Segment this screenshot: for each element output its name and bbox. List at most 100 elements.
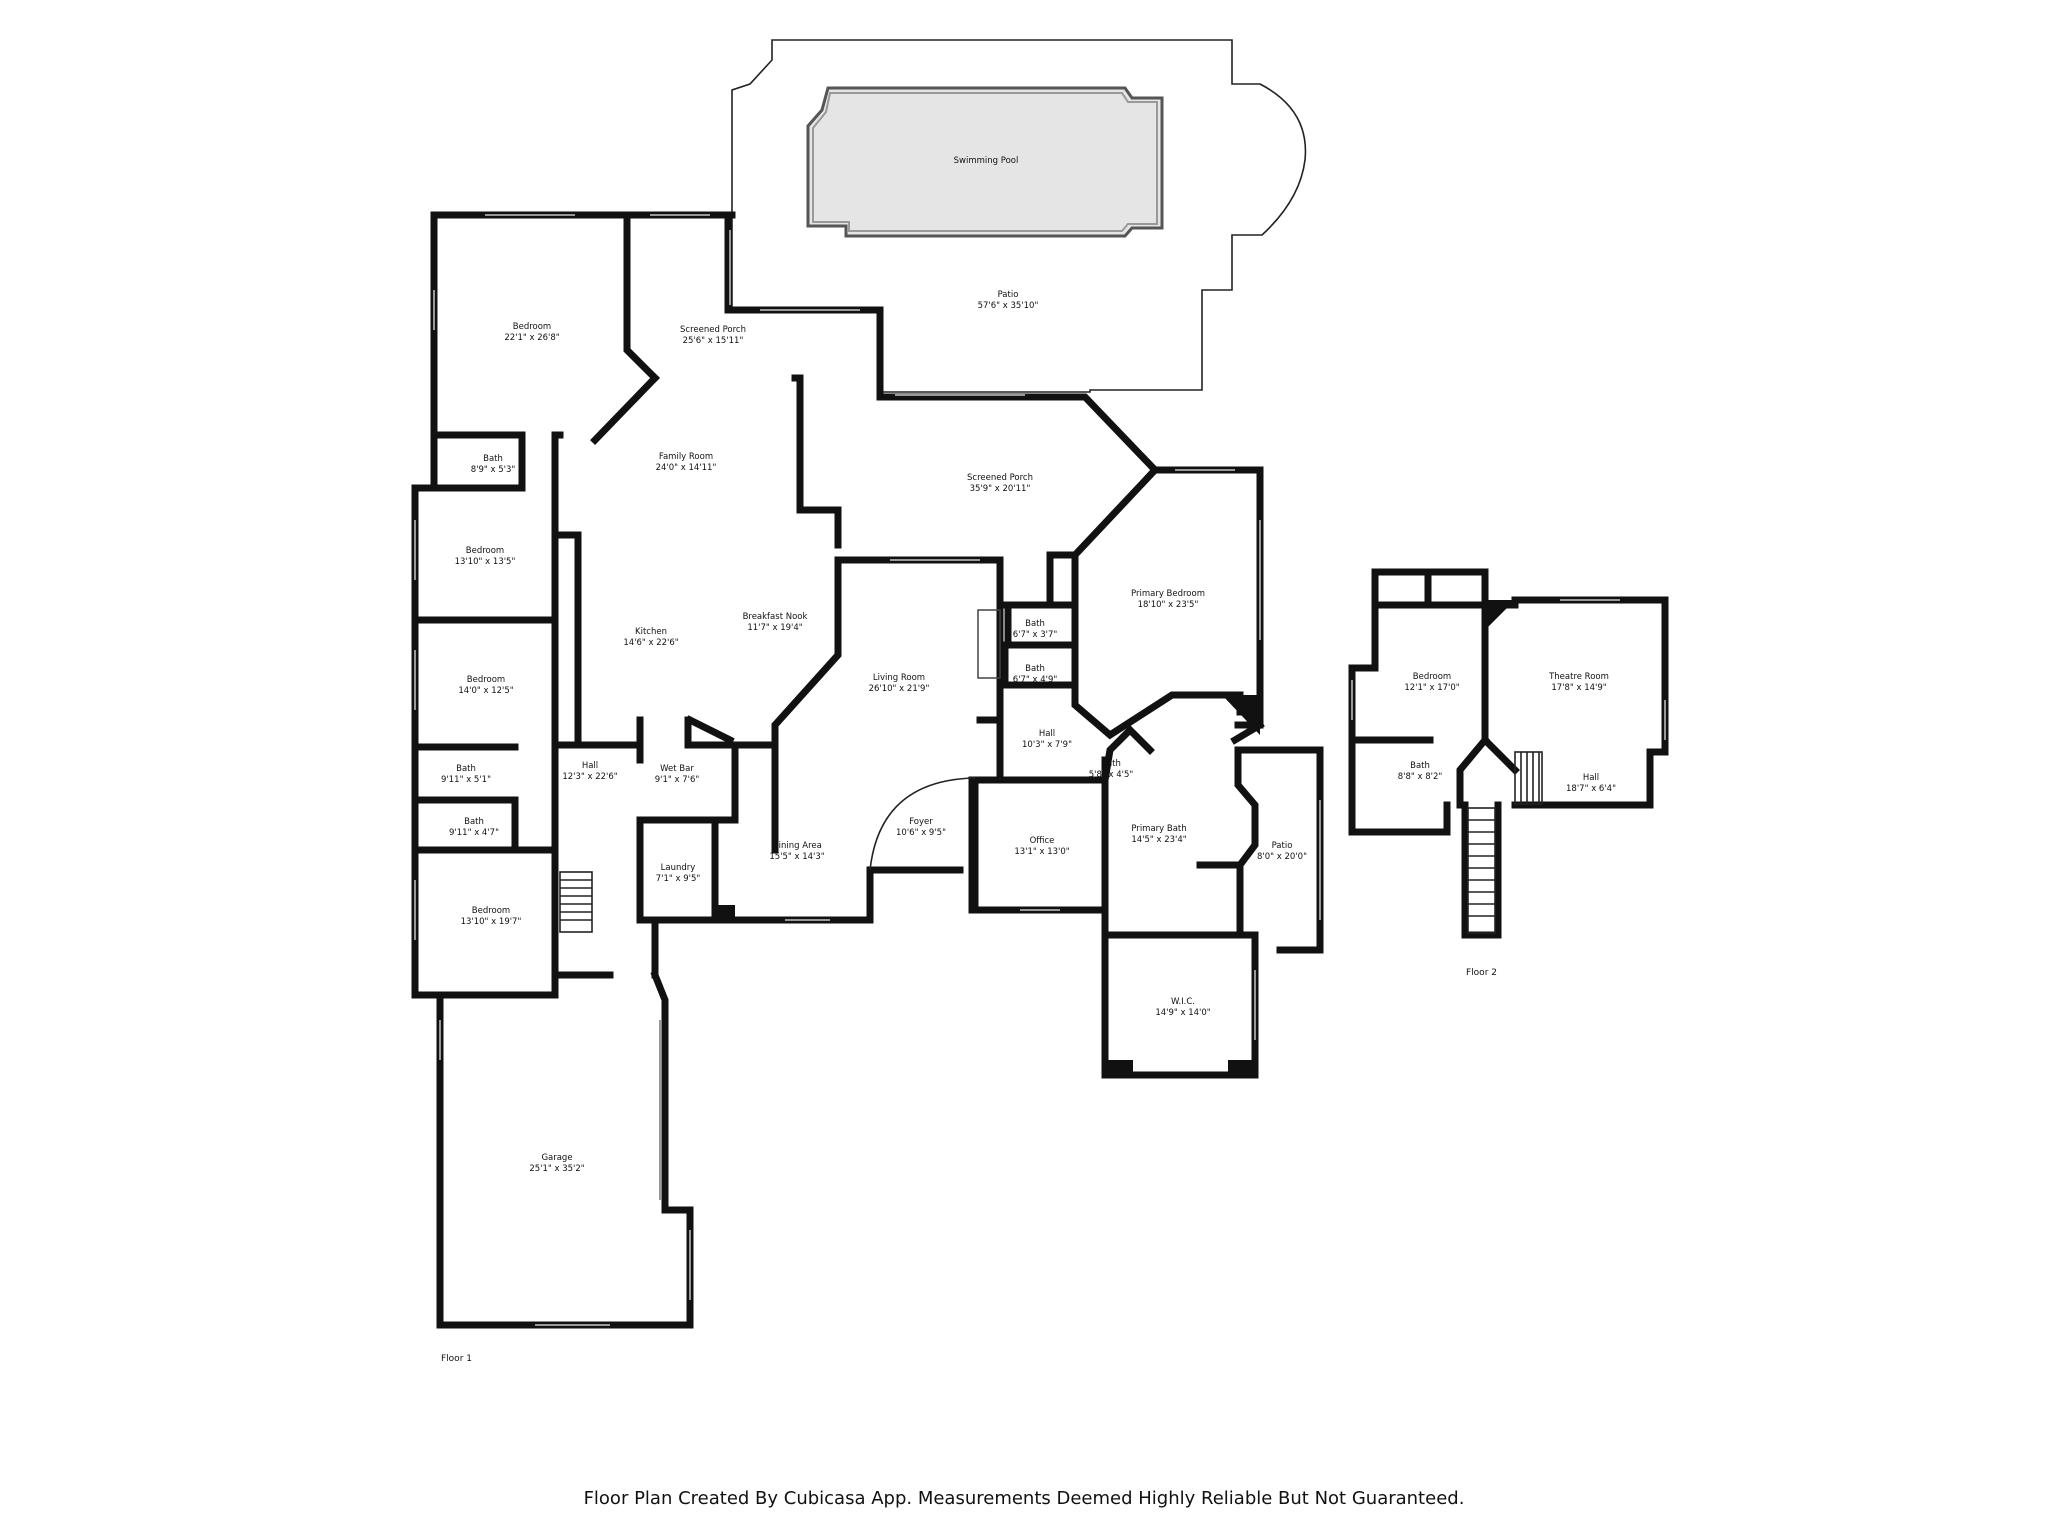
svg-text:Wet Bar: Wet Bar bbox=[660, 764, 694, 774]
svg-text:W.I.C.: W.I.C. bbox=[1171, 997, 1195, 1007]
svg-text:Dining Area: Dining Area bbox=[772, 841, 822, 851]
svg-text:14'6" x 22'6": 14'6" x 22'6" bbox=[623, 638, 678, 648]
svg-text:Bath: Bath bbox=[483, 454, 503, 464]
room-wic: W.I.C.14'9" x 14'0" bbox=[1155, 997, 1210, 1018]
svg-text:Bath: Bath bbox=[1025, 664, 1045, 674]
svg-text:17'8" x 14'9": 17'8" x 14'9" bbox=[1551, 683, 1606, 693]
svg-text:13'10" x 13'5": 13'10" x 13'5" bbox=[455, 557, 516, 567]
svg-text:Bath: Bath bbox=[1025, 619, 1045, 629]
svg-text:12'3" x 22'6": 12'3" x 22'6" bbox=[562, 772, 617, 782]
svg-text:Primary Bedroom: Primary Bedroom bbox=[1131, 589, 1205, 599]
svg-text:Hall: Hall bbox=[582, 761, 598, 771]
svg-text:25'1" x 35'2": 25'1" x 35'2" bbox=[529, 1164, 584, 1174]
svg-text:18'10" x 23'5": 18'10" x 23'5" bbox=[1138, 600, 1199, 610]
svg-text:Bath: Bath bbox=[1410, 761, 1430, 771]
svg-text:57'6" x 35'10": 57'6" x 35'10" bbox=[978, 301, 1039, 311]
svg-text:35'9" x 20'11": 35'9" x 20'11" bbox=[970, 484, 1031, 494]
room-swimming-pool: Swimming Pool bbox=[954, 156, 1019, 166]
stairs-floor1 bbox=[559, 871, 593, 933]
swimming-pool bbox=[806, 86, 1164, 238]
svg-text:13'10" x 19'7": 13'10" x 19'7" bbox=[461, 917, 522, 927]
svg-text:14'5" x 23'4": 14'5" x 23'4" bbox=[1131, 835, 1186, 845]
svg-text:Breakfast Nook: Breakfast Nook bbox=[743, 612, 808, 622]
stairs-floor2 bbox=[1467, 751, 1543, 934]
svg-text:Bedroom: Bedroom bbox=[1413, 672, 1451, 682]
svg-text:Bath: Bath bbox=[464, 817, 484, 827]
svg-text:Bedroom: Bedroom bbox=[467, 675, 505, 685]
svg-text:Screened Porch: Screened Porch bbox=[680, 325, 746, 335]
svg-text:8'8" x 8'2": 8'8" x 8'2" bbox=[1398, 772, 1443, 782]
floor-1-label: Floor 1 bbox=[441, 1354, 472, 1364]
floor-2-label: Floor 2 bbox=[1466, 968, 1497, 978]
svg-text:Swimming Pool: Swimming Pool bbox=[954, 156, 1019, 166]
svg-text:Bath: Bath bbox=[1101, 759, 1121, 769]
svg-text:10'6" x 9'5": 10'6" x 9'5" bbox=[896, 828, 946, 838]
svg-text:13'1" x 13'0": 13'1" x 13'0" bbox=[1014, 847, 1069, 857]
svg-text:Family Room: Family Room bbox=[659, 452, 713, 462]
svg-text:5'8" x 4'5": 5'8" x 4'5" bbox=[1089, 770, 1134, 780]
svg-text:10'3" x 7'9": 10'3" x 7'9" bbox=[1022, 740, 1072, 750]
svg-text:Foyer: Foyer bbox=[909, 817, 933, 827]
svg-text:Laundry: Laundry bbox=[661, 863, 696, 873]
svg-text:18'7" x 6'4": 18'7" x 6'4" bbox=[1566, 784, 1616, 794]
svg-text:Garage: Garage bbox=[541, 1153, 572, 1163]
svg-text:Hall: Hall bbox=[1583, 773, 1599, 783]
svg-text:Bedroom: Bedroom bbox=[513, 322, 551, 332]
svg-text:9'1" x 7'6": 9'1" x 7'6" bbox=[655, 775, 700, 785]
svg-text:26'10" x 21'9": 26'10" x 21'9" bbox=[869, 684, 930, 694]
svg-text:Office: Office bbox=[1030, 836, 1055, 846]
svg-text:14'0" x 12'5": 14'0" x 12'5" bbox=[458, 686, 513, 696]
svg-text:Living Room: Living Room bbox=[873, 673, 925, 683]
svg-text:14'9" x 14'0": 14'9" x 14'0" bbox=[1155, 1008, 1210, 1018]
svg-text:8'0" x 20'0": 8'0" x 20'0" bbox=[1257, 852, 1307, 862]
svg-text:9'11" x 5'1": 9'11" x 5'1" bbox=[441, 775, 491, 785]
svg-text:7'1" x 9'5": 7'1" x 9'5" bbox=[656, 874, 701, 884]
svg-text:22'1" x 26'8": 22'1" x 26'8" bbox=[504, 333, 559, 343]
svg-text:6'7" x 3'7": 6'7" x 3'7" bbox=[1013, 630, 1058, 640]
svg-text:Kitchen: Kitchen bbox=[635, 627, 667, 637]
svg-text:Bedroom: Bedroom bbox=[466, 546, 504, 556]
svg-text:6'7" x 4'9": 6'7" x 4'9" bbox=[1013, 675, 1058, 685]
svg-text:Hall: Hall bbox=[1039, 729, 1055, 739]
patio-outline bbox=[731, 39, 1307, 393]
svg-text:25'6" x 15'11": 25'6" x 15'11" bbox=[683, 336, 744, 346]
svg-text:12'1" x 17'0": 12'1" x 17'0" bbox=[1404, 683, 1459, 693]
svg-text:Patio: Patio bbox=[998, 290, 1019, 300]
svg-text:Screened Porch: Screened Porch bbox=[967, 473, 1033, 483]
svg-text:Patio: Patio bbox=[1272, 841, 1293, 851]
svg-text:Bath: Bath bbox=[456, 764, 476, 774]
disclaimer: Floor Plan Created By Cubicasa App. Meas… bbox=[583, 1488, 1465, 1509]
